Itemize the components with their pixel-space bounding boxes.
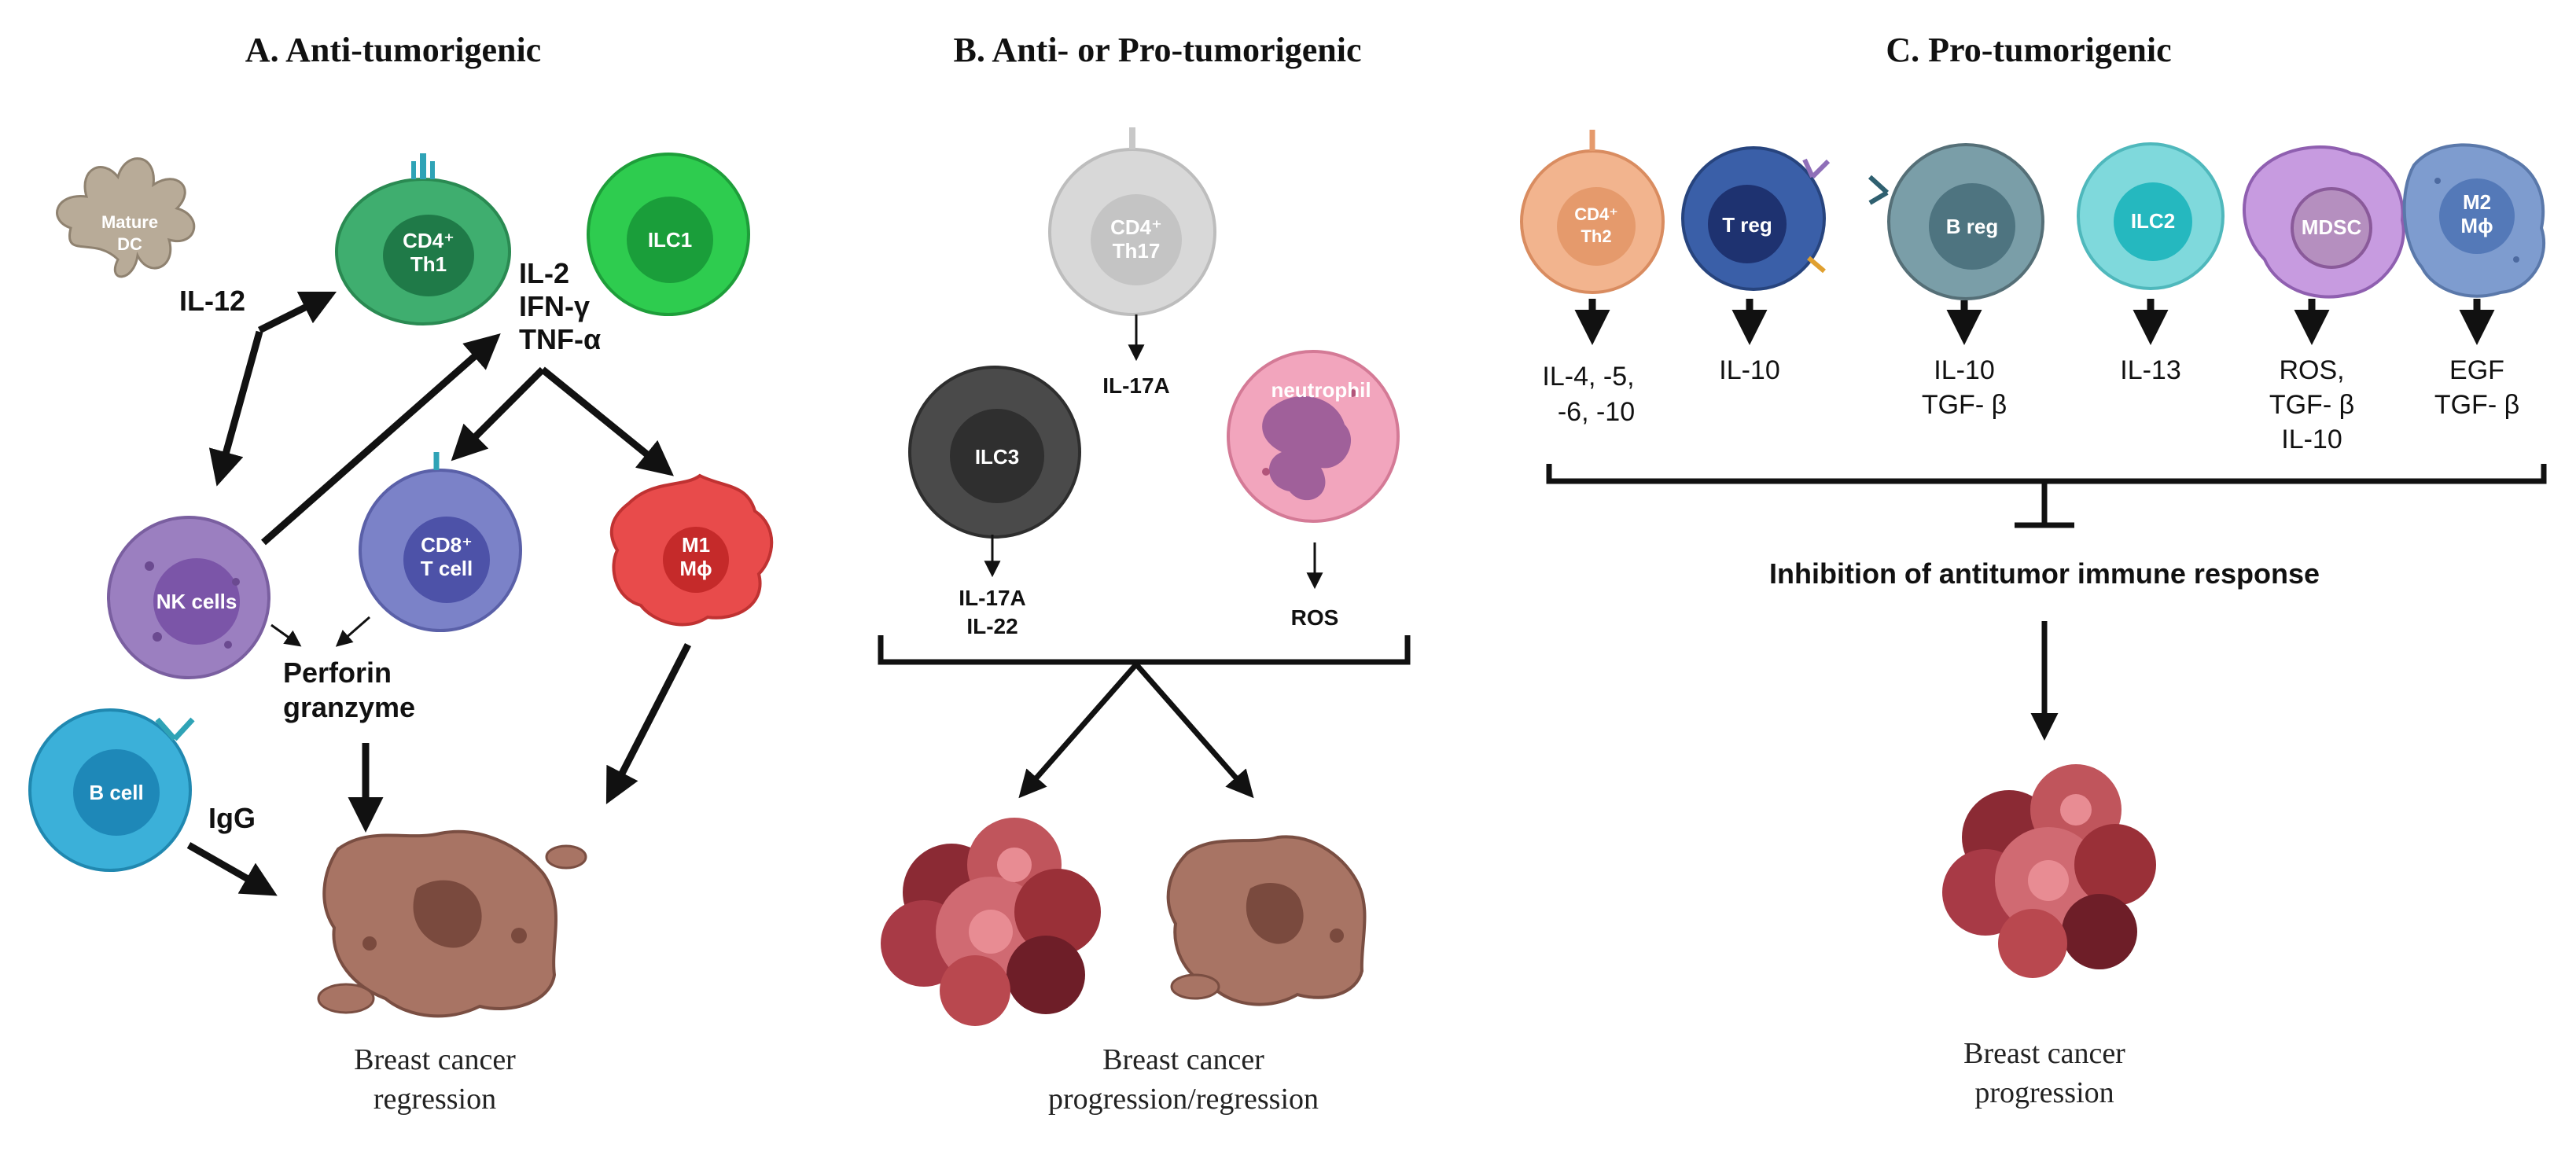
mdsc-label: MDSC xyxy=(2302,215,2362,239)
arrow-cytokines-to-m1 xyxy=(540,366,674,476)
th17-output: IL-17A xyxy=(1102,373,1170,398)
cytokine-2: IFN-γ xyxy=(519,290,590,322)
tumor-progression-image-b xyxy=(881,818,1101,1026)
arrow-bcell-to-tumor xyxy=(186,842,278,896)
breg-output-1: IL-10 xyxy=(1934,355,1995,385)
ilc1-cell: ILC1 xyxy=(587,153,750,316)
arrow-dc-to-th1 xyxy=(257,291,337,334)
ilc3-cell: ILC3 xyxy=(908,366,1081,539)
breg-output-2: TGF- β xyxy=(1922,390,2007,420)
arrow-to-regression xyxy=(1134,662,1254,799)
panel-a-outcome-2: regression xyxy=(374,1083,496,1116)
ilc3-output-2: IL-22 xyxy=(966,614,1018,638)
mdsc-output-3: IL-10 xyxy=(2281,425,2342,454)
ilc3-label: ILC3 xyxy=(975,445,1019,469)
tumor-regression-image-b xyxy=(1166,835,1367,1006)
cd4-th1-cell: CD4⁺ Th1 xyxy=(335,153,511,325)
panel-c: C. Pro-tumorigenic CD4⁺ Th2 IL-4, -5, -6… xyxy=(1520,31,2547,1109)
bcell-label: B cell xyxy=(89,781,143,804)
ilc2-output: IL-13 xyxy=(2120,355,2181,385)
th17-label-1: CD4⁺ xyxy=(1110,215,1162,239)
m2-output-2: TGF- β xyxy=(2434,390,2519,420)
treg-label: T reg xyxy=(1722,213,1772,237)
th2-label-1: CD4⁺ xyxy=(1574,204,1618,224)
perforin-label-1: Perforin xyxy=(283,656,392,689)
ilc2-cell: ILC2 xyxy=(2077,142,2225,290)
treg-output: IL-10 xyxy=(1719,355,1780,385)
panel-c-bracket xyxy=(1546,464,2547,484)
neutrophil-label: neutrophil xyxy=(1271,378,1371,402)
mdsc-output-2: TGF- β xyxy=(2269,390,2354,420)
ilc2-label: ILC2 xyxy=(2131,209,2175,233)
igg-label: IgG xyxy=(208,802,256,834)
cd4-th2-cell: CD4⁺ Th2 xyxy=(1520,130,1665,294)
panel-b-outcome-2: progression/regression xyxy=(1048,1083,1319,1116)
neutrophil-output: ROS xyxy=(1291,605,1339,630)
mdsc-output-1: ROS, xyxy=(2279,355,2344,385)
dc-label-2: DC xyxy=(117,234,142,254)
tumor-regression-image xyxy=(317,829,587,1018)
m1-label-1: M1 xyxy=(682,533,710,557)
panel-a-outcome-1: Breast cancer xyxy=(354,1043,516,1076)
panel-a-title: A. Anti-tumorigenic xyxy=(245,31,541,69)
ilc3-output-1: IL-17A xyxy=(959,586,1026,610)
neutrophil-cell: neutrophil xyxy=(1227,350,1400,523)
cd8-label-1: CD8⁺ xyxy=(421,533,473,557)
arrow-dc-to-nk xyxy=(208,330,263,487)
th2-output-2: -6, -10 xyxy=(1558,397,1635,427)
arrow-nk-to-perforin xyxy=(270,623,302,647)
th2-label-2: Th2 xyxy=(1581,226,1611,246)
m1-macrophage-cell: M1 Mϕ xyxy=(609,473,774,627)
perforin-label-2: granzyme xyxy=(283,691,415,723)
panel-b: B. Anti- or Pro-tumorigenic CD4⁺ Th17 IL… xyxy=(878,31,1411,1116)
breg-label: B reg xyxy=(1946,215,1998,238)
cd8-label-2: T cell xyxy=(421,557,473,580)
panel-c-outcome-2: progression xyxy=(1974,1076,2114,1109)
cytokine-1: IL-2 xyxy=(519,257,569,289)
il12-label: IL-12 xyxy=(179,285,245,317)
panel-b-title: B. Anti- or Pro-tumorigenic xyxy=(954,31,1362,69)
m2-label-2: Mϕ xyxy=(2460,214,2493,237)
nk-label: NK cells xyxy=(156,590,237,613)
tumor-progression-image-c xyxy=(1942,764,2156,978)
m2-output-1: EGF xyxy=(2449,355,2504,385)
panel-c-outcome-1: Breast cancer xyxy=(1963,1037,2125,1070)
b-cell: B cell xyxy=(28,708,195,872)
treg-cell: T reg xyxy=(1681,146,1831,291)
m1-label-2: Mϕ xyxy=(679,557,712,580)
mature-dc-cell: Mature DC xyxy=(56,157,196,278)
nk-cell: NK cells xyxy=(107,516,270,679)
panel-b-bracket xyxy=(878,635,1411,665)
panel-c-title: C. Pro-tumorigenic xyxy=(1886,31,2171,69)
ilc1-label: ILC1 xyxy=(648,228,692,252)
mdsc-cell: MDSC xyxy=(2243,145,2405,299)
arrow-cd8-to-perforin xyxy=(335,616,370,647)
th1-label-1: CD4⁺ xyxy=(403,229,454,252)
arrow-nk-to-cytokines xyxy=(261,333,501,546)
dc-label-1: Mature xyxy=(101,212,158,232)
arrow-m1-to-tumor xyxy=(605,642,692,805)
arrow-to-progression xyxy=(1018,662,1139,799)
cd4-th17-cell: CD4⁺ Th17 xyxy=(1048,127,1216,316)
cd8-t-cell: CD8⁺ T cell xyxy=(359,452,522,632)
th1-label-2: Th1 xyxy=(410,252,447,276)
th17-label-2: Th17 xyxy=(1113,239,1161,263)
panel-a: A. Anti-tumorigenic Mature DC CD4⁺ Th1 I… xyxy=(28,31,774,1116)
m2-label-1: M2 xyxy=(2463,190,2491,214)
panel-b-outcome-1: Breast cancer xyxy=(1102,1043,1264,1076)
th2-output-1: IL-4, -5, xyxy=(1542,362,1634,392)
breg-cell: B reg xyxy=(1868,143,2044,300)
cytokine-3: TNF-α xyxy=(519,323,601,355)
m2-macrophage-cell: M2 Mϕ xyxy=(2402,143,2546,298)
inhibition-label: Inhibition of antitumor immune response xyxy=(1769,557,2320,590)
arrow-cytokines-to-cd8 xyxy=(451,366,546,462)
